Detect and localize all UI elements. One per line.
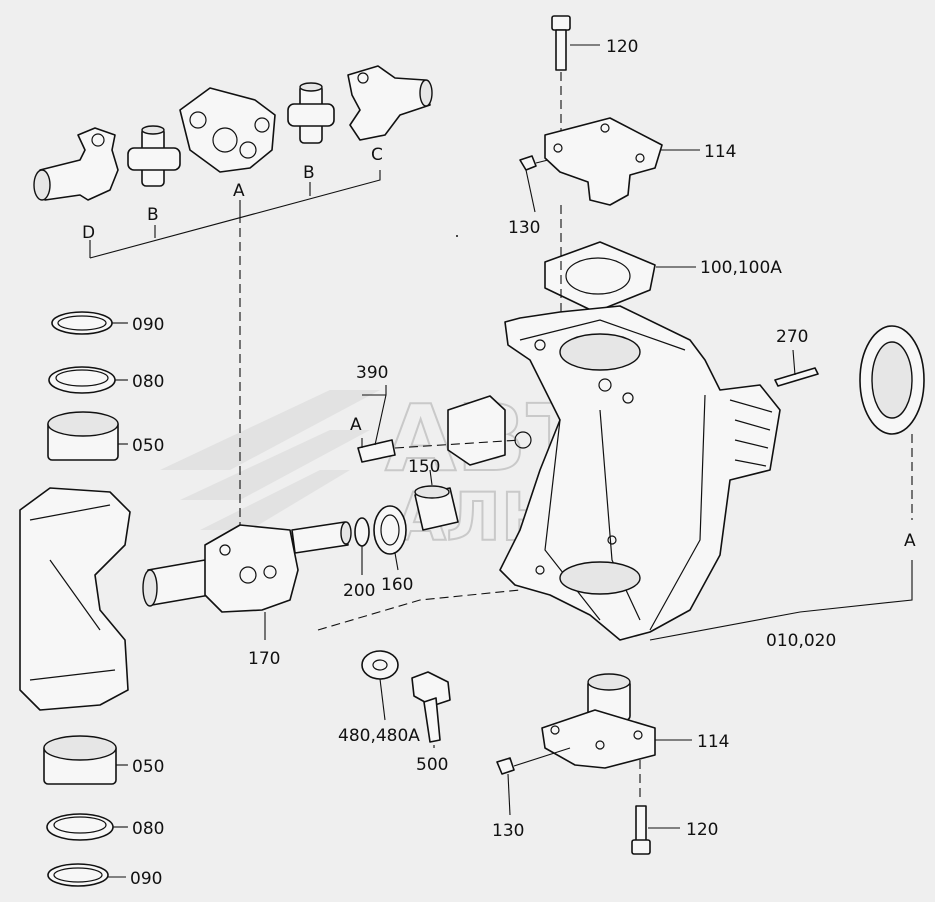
housing-main bbox=[447, 305, 913, 641]
label-120-top: 120 bbox=[606, 37, 638, 57]
ring-090-bottom bbox=[47, 863, 126, 887]
bolt-120-bottom bbox=[631, 760, 680, 855]
label-270: 270 bbox=[776, 327, 808, 347]
group-bracket bbox=[89, 170, 381, 540]
washer-480 bbox=[317, 589, 521, 721]
bearing-050-bottom bbox=[43, 735, 128, 785]
ring-nut-right bbox=[859, 325, 925, 520]
label-170: 170 bbox=[248, 649, 280, 669]
label-114-bottom: 114 bbox=[697, 732, 729, 752]
label-010: 010,020 bbox=[766, 631, 836, 651]
center-block-a bbox=[179, 87, 276, 173]
bolt-120-top bbox=[551, 15, 600, 140]
label-b-left: B bbox=[147, 205, 159, 225]
label-120-bottom: 120 bbox=[686, 820, 718, 840]
label-a-top: A bbox=[233, 181, 245, 201]
ring-080-bottom bbox=[46, 813, 128, 841]
ring-090-top bbox=[51, 311, 128, 335]
label-080-bottom: 080 bbox=[132, 819, 164, 839]
double-joint-170 bbox=[142, 521, 352, 640]
label-150: 150 bbox=[408, 457, 440, 477]
watermark-logo-stripe bbox=[160, 390, 380, 470]
label-a-390: A bbox=[350, 415, 362, 435]
stray-dot bbox=[456, 235, 458, 237]
nipple-130-bottom bbox=[496, 747, 571, 816]
label-500: 500 bbox=[416, 755, 448, 775]
bearing-050-top bbox=[47, 411, 128, 461]
oring-200 bbox=[354, 517, 370, 575]
housing-left-partial bbox=[19, 487, 131, 711]
label-100: 100,100A bbox=[700, 258, 782, 278]
stud-390 bbox=[357, 385, 521, 463]
watermark-logo-stripe bbox=[180, 430, 370, 500]
label-b-right: B bbox=[303, 163, 315, 183]
label-200: 200 bbox=[343, 581, 375, 601]
cross-b-right bbox=[287, 82, 335, 144]
yoke-c bbox=[347, 65, 433, 141]
cap-114-bottom bbox=[541, 673, 692, 769]
label-050-bottom: 050 bbox=[132, 757, 164, 777]
label-a-right: A bbox=[904, 531, 916, 551]
label-390: 390 bbox=[356, 363, 388, 383]
label-130-top: 130 bbox=[508, 218, 540, 238]
label-c: C bbox=[371, 145, 383, 165]
cross-b-left bbox=[127, 125, 181, 187]
bushing-150 bbox=[414, 469, 459, 531]
label-090-top: 090 bbox=[132, 315, 164, 335]
ring-080-top bbox=[48, 366, 128, 394]
bolt-500 bbox=[411, 671, 451, 748]
watermark-logo-stripe bbox=[200, 470, 350, 530]
yoke-d bbox=[33, 127, 119, 201]
label-080-top: 080 bbox=[132, 372, 164, 392]
label-160: 160 bbox=[381, 575, 413, 595]
cap-114-top bbox=[544, 117, 700, 206]
label-d: D bbox=[82, 223, 95, 243]
label-090-bottom: 090 bbox=[130, 869, 162, 889]
nipple-130-top bbox=[519, 155, 549, 213]
seal-160 bbox=[373, 505, 407, 571]
label-050-top: 050 bbox=[132, 436, 164, 456]
pin-270 bbox=[774, 349, 819, 387]
label-480: 480,480A bbox=[338, 726, 420, 746]
label-114-top: 114 bbox=[704, 142, 736, 162]
label-130-bottom: 130 bbox=[492, 821, 524, 841]
